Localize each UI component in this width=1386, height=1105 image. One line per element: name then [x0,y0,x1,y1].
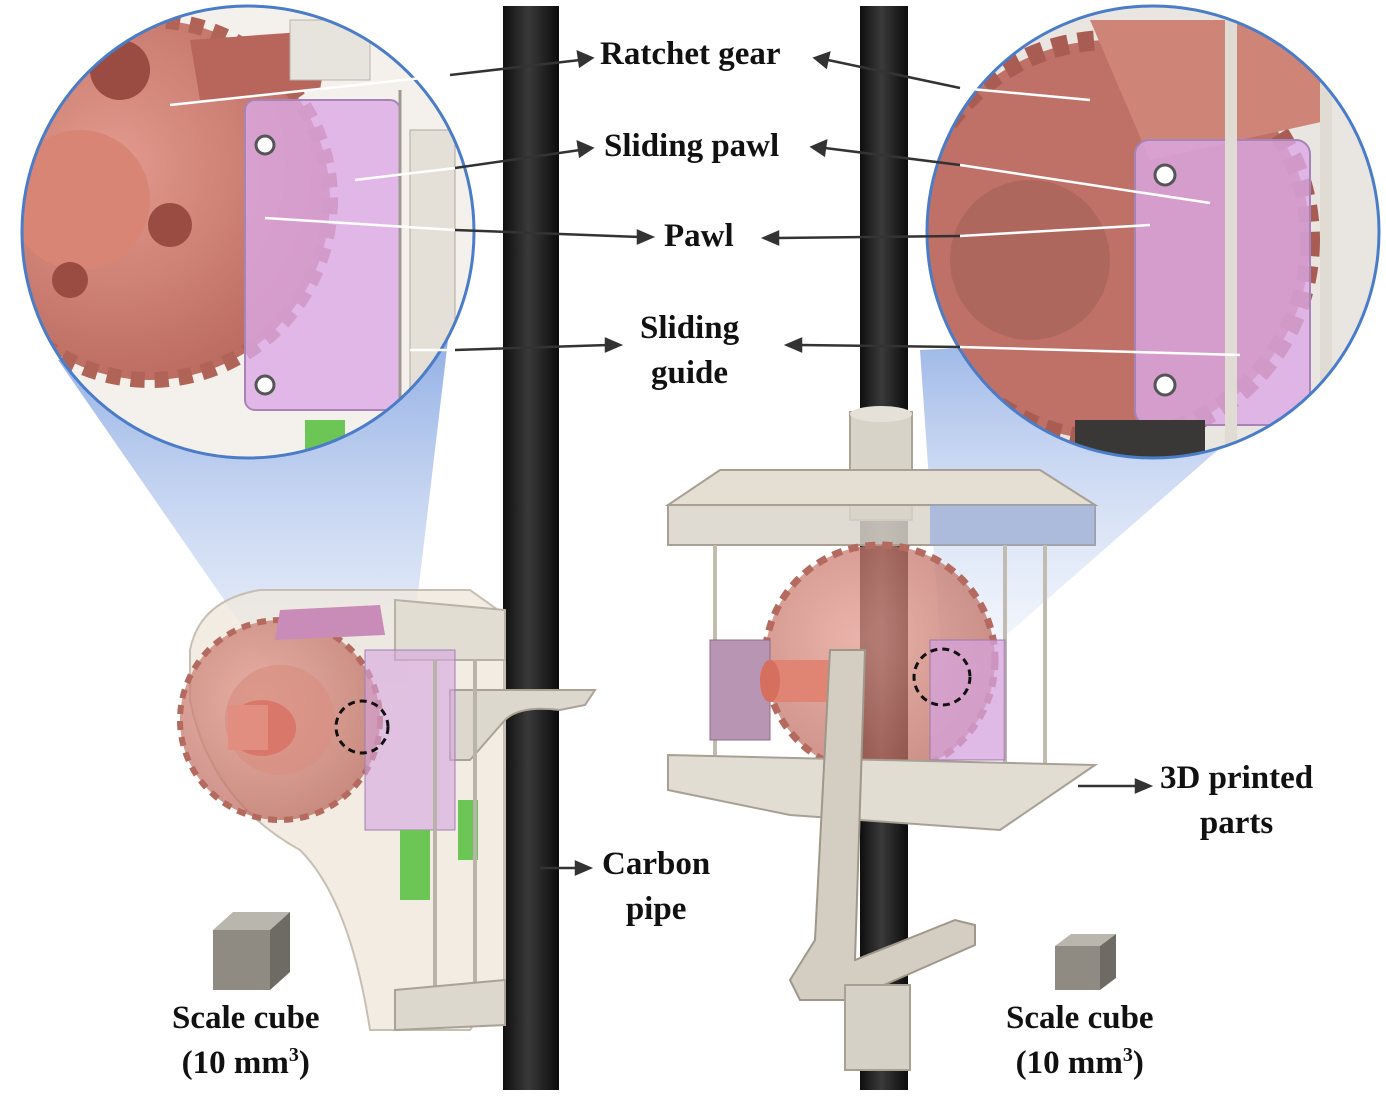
scale-cube-left [213,912,290,990]
printed-parts-line2: parts [1199,805,1274,841]
label-3d-printed-parts: 3D printed parts [1160,756,1313,846]
scale-cube-left-line1: Scale cube [172,1000,320,1036]
left-assembly [177,589,597,1032]
carbon-pipe-line1: Carbon [602,846,711,882]
scale-cube-right-line1: Scale cube [1006,1000,1154,1036]
scale-cube-right [1055,934,1116,990]
label-scale-cube-right: Scale cube (10 mm3) [1006,996,1154,1086]
label-carbon-pipe: Carbon pipe [602,842,710,932]
scale-cube-right-line2: (10 mm3) [1015,1044,1144,1081]
superscript-3: 3 [288,1044,299,1066]
sliding-guide-line1: Sliding [640,310,740,346]
zoom-circle-right [927,6,1379,458]
carbon-pipe-line2: pipe [625,891,687,927]
zoom-circle-left [22,6,474,458]
label-sliding-guide: Sliding guide [640,306,739,396]
sliding-guide-line2: guide [651,355,729,391]
label-ratchet-gear: Ratchet gear [600,32,781,77]
superscript-3: 3 [1122,1044,1133,1066]
pawl-detail-marker-right [912,647,972,707]
ratchet-gear-text: Ratchet gear [600,36,781,72]
label-scale-cube-left: Scale cube (10 mm3) [172,996,320,1086]
pawl-detail-marker-left [334,699,390,755]
pawl-text: Pawl [664,218,734,254]
carbon-pipe-left [503,6,559,1090]
scale-cube-left-line2: (10 mm3) [181,1044,310,1081]
printed-parts-line1: 3D printed [1160,760,1314,796]
label-pawl: Pawl [664,214,734,259]
right-assembly [664,406,1099,1071]
leader-lines-white [169,73,1241,357]
arrows [449,49,1154,876]
sliding-pawl-text: Sliding pawl [604,128,780,164]
label-sliding-pawl: Sliding pawl [604,124,779,169]
